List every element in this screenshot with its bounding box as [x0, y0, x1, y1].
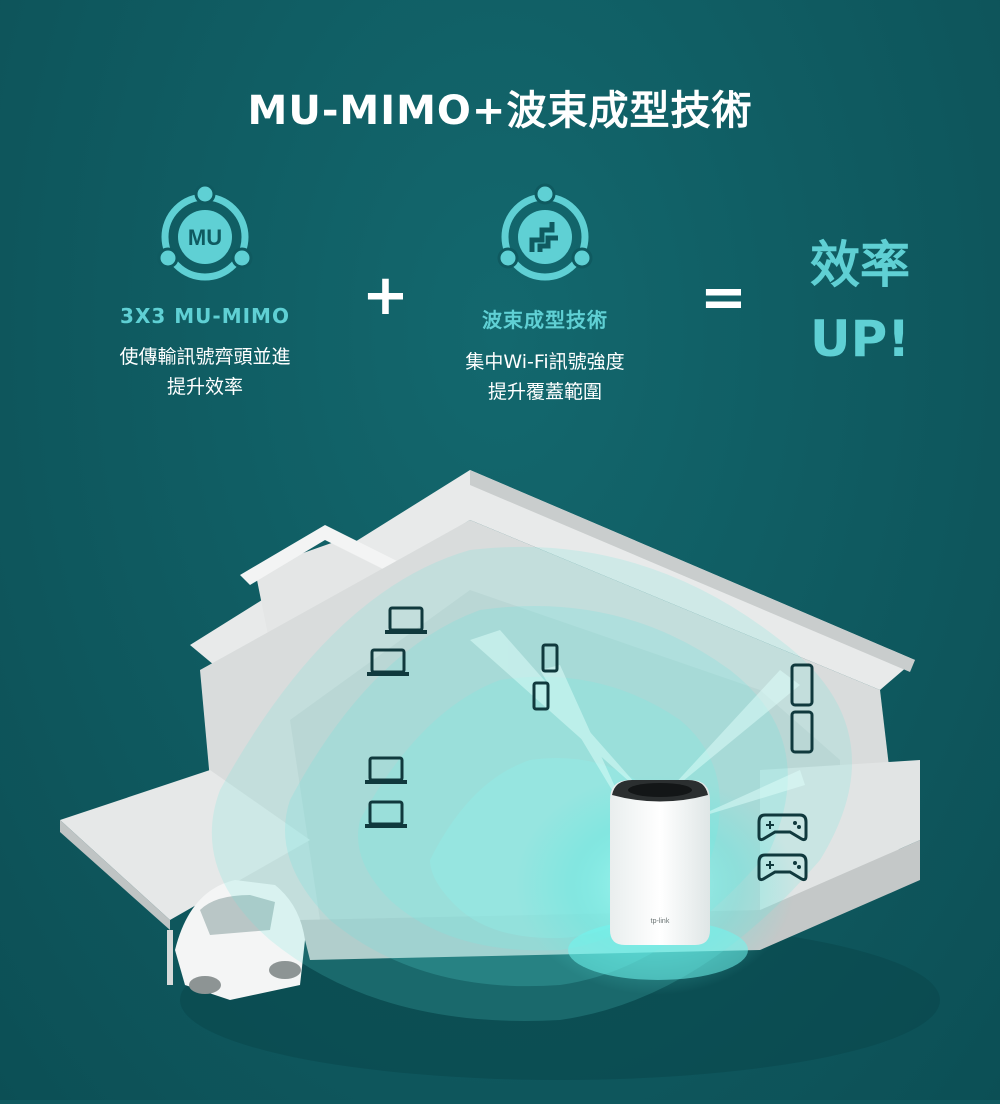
- page-title: MU-MIMO+波束成型技術: [247, 88, 753, 134]
- roof-edge: [470, 470, 915, 672]
- laptop-icon: [365, 800, 407, 828]
- feature-desc-line: 提升效率: [166, 376, 243, 398]
- feature-mu-mimo: MU 3X3 MU-MIMO 使傳輸訊號齊頭並進 提升效率: [70, 182, 340, 402]
- right-room: [760, 760, 920, 910]
- carport-roof: [60, 770, 310, 920]
- beam-rays: [470, 630, 805, 820]
- router: tp-link: [568, 780, 748, 980]
- feature-label: 3X3 MU-MIMO: [120, 304, 290, 328]
- router-brand: tp-link: [651, 918, 670, 925]
- mu-icon-text: MU: [188, 225, 222, 250]
- plus-operator: +: [362, 263, 409, 328]
- beamforming-icon: [490, 182, 600, 292]
- tablet-icon: [790, 710, 814, 754]
- gamepad-icon: [757, 853, 808, 882]
- result-line: 效率: [810, 236, 910, 294]
- car: [175, 880, 305, 1000]
- carport-edge: [60, 820, 170, 930]
- feature-label: 波束成型技術: [482, 308, 608, 332]
- feature-desc-line: 提升覆蓋範圍: [487, 381, 602, 403]
- phone-icon: [532, 681, 550, 711]
- mu-mimo-icon: MU: [150, 182, 260, 292]
- laptop-icon: [365, 756, 407, 784]
- result-text: 效率 UP!: [790, 228, 930, 376]
- feature-desc: 使傳輸訊號齊頭並進 提升效率: [70, 342, 340, 402]
- feature-desc: 集中Wi-Fi訊號強度 提升覆蓋範圍: [410, 347, 680, 407]
- laptop-icon: [385, 606, 427, 634]
- equals-operator: =: [700, 265, 747, 330]
- feature-desc-line: 集中Wi-Fi訊號強度: [465, 351, 625, 373]
- house-illustration: tp-link: [0, 440, 1000, 1100]
- gamepad-icon: [757, 813, 808, 842]
- result-line: UP!: [809, 310, 911, 368]
- feature-desc-line: 使傳輸訊號齊頭並進: [119, 346, 291, 368]
- laptop-icon: [367, 648, 409, 676]
- tablet-icon: [790, 663, 814, 707]
- phone-icon: [541, 643, 559, 673]
- feature-beamforming: 波束成型技術 集中Wi-Fi訊號強度 提升覆蓋範圍: [410, 182, 680, 407]
